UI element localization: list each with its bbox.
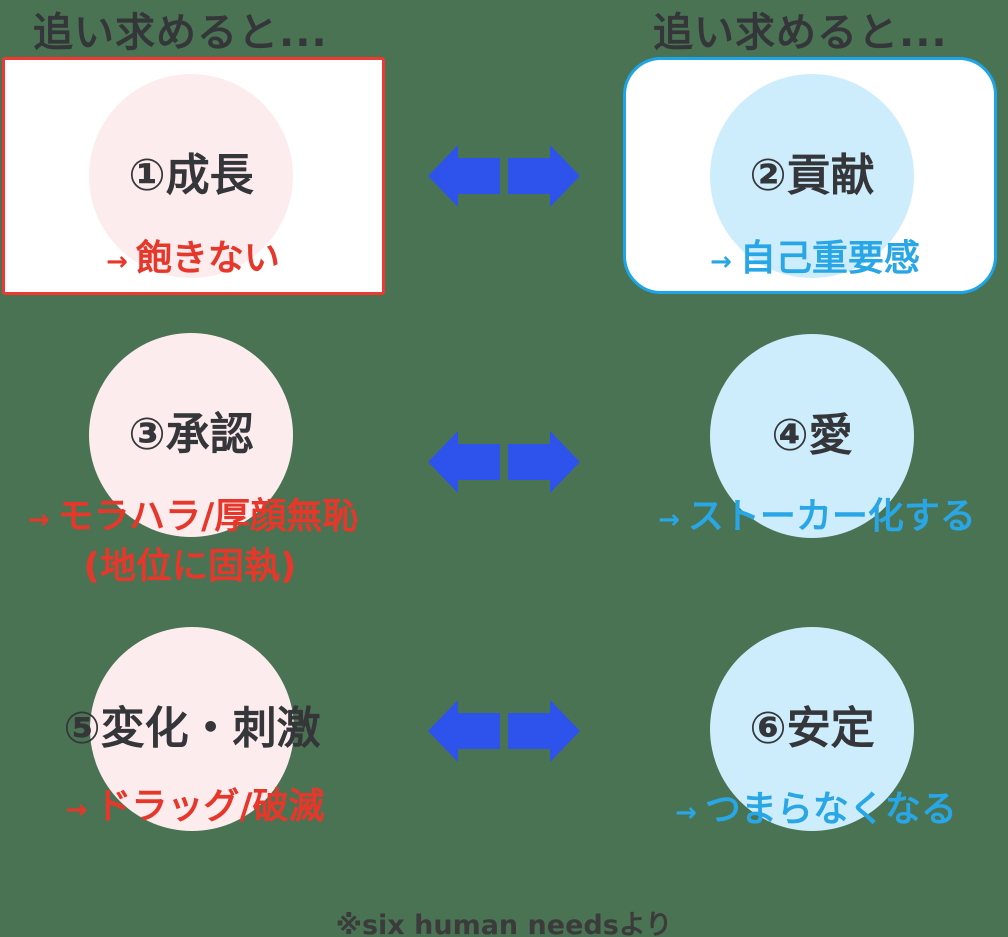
stability-annotation: →つまらなくなる: [536, 788, 1008, 835]
love-annotation-text: ストーカー化する: [687, 496, 976, 537]
recognition-label: ③承認: [128, 409, 254, 460]
change-label: ⑤変化・刺激: [63, 703, 321, 754]
recognition-circle: [89, 333, 293, 537]
small-arrow-icon: →: [65, 795, 88, 825]
double-arrow-icon-row3: [428, 700, 580, 762]
column-header-left: 追い求めると...: [33, 10, 328, 56]
change-circle: [90, 627, 294, 831]
double-arrow-icon-row2: [428, 431, 580, 493]
contribution-label: ②貢献: [749, 150, 875, 201]
recognition-annotation-line2: (地位に固執): [83, 546, 297, 587]
recognition-annotation: →モラハラ/厚顔無恥: [0, 495, 473, 542]
love-circle: [710, 334, 914, 538]
column-header-right: 追い求めると...: [653, 10, 948, 56]
small-arrow-icon: →: [675, 798, 697, 828]
small-arrow-icon: →: [710, 247, 732, 277]
double-arrow-icon-row1: [428, 145, 580, 207]
contribution-circle: [710, 74, 914, 278]
contribution-annotation-text: 自己重要感: [739, 238, 920, 279]
growth-annotation: →飽きない: [0, 237, 473, 284]
small-arrow-icon: →: [658, 505, 680, 535]
change-annotation-text: ドラッグ/破滅: [95, 786, 325, 827]
stability-label: ⑥安定: [749, 703, 875, 754]
small-arrow-icon: →: [106, 247, 128, 277]
love-label: ④愛: [771, 410, 853, 461]
stability-circle: [710, 627, 914, 831]
contribution-annotation: →自己重要感: [535, 237, 1008, 284]
stability-annotation-text: つまらなくなる: [704, 789, 957, 830]
growth-label: ①成長: [128, 150, 254, 201]
change-annotation: →ドラッグ/破滅: [0, 785, 475, 832]
footer-source-note: ※six human needsより: [335, 910, 673, 937]
growth-annotation-text: 飽きない: [135, 238, 280, 279]
growth-circle: [89, 74, 293, 278]
recognition-annotation-text: モラハラ/厚顔無恥: [57, 496, 359, 537]
love-annotation: →ストーカー化する: [537, 495, 1008, 542]
small-arrow-icon: →: [27, 505, 50, 535]
